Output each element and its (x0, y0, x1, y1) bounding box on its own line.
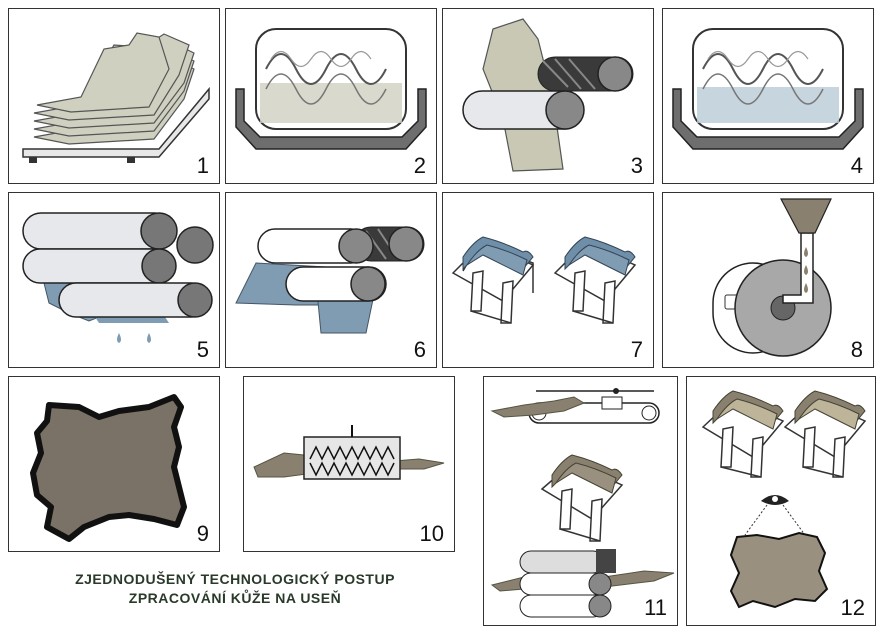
panel-number: 9 (196, 521, 209, 546)
panel-1-raw-hides-stack: 1 (8, 8, 220, 184)
panel-number: 4 (850, 153, 863, 178)
tanning-drum-illustration (672, 28, 864, 150)
panel-6-splitting-rollers: 6 (225, 192, 437, 368)
panel-9-finished-hide: 9 (8, 376, 220, 552)
panel-4-tanning-drum: 4 (662, 8, 874, 184)
panel-number: 8 (850, 337, 863, 362)
fleshing-rollers-illustration (462, 18, 634, 172)
panel-number: 12 (840, 595, 865, 620)
raw-hides-illustration (22, 32, 210, 163)
panel-number: 3 (630, 153, 643, 178)
diagram-caption: ZJEDNODUŠENÝ TECHNOLOGICKÝ POSTUP ZPRACO… (20, 570, 450, 608)
horse-stack-a (451, 236, 535, 324)
panel-number: 6 (413, 337, 426, 362)
panel-7-wet-blue-horses: 7 (442, 192, 654, 368)
panel-8-dyeing-drum: 8 (662, 192, 874, 368)
panel-number: 7 (630, 337, 643, 362)
panel-5-wringing-rollers: 5 (8, 192, 220, 368)
panel-12-finished-leather: 12 (686, 376, 876, 626)
staking-machine-illustration (253, 425, 445, 480)
panel-10-staking-machine: 10 (243, 376, 455, 552)
caption-line-2: ZPRACOVÁNÍ KŮŽE NA USEŇ (128, 590, 342, 606)
panel-number: 10 (419, 521, 444, 546)
splitting-rollers-illustration (235, 226, 425, 334)
panel-number: 1 (196, 153, 209, 178)
panel-number: 5 (196, 337, 209, 362)
wringing-rollers-illustration (22, 212, 214, 343)
drying-line-illustration (490, 388, 675, 618)
panel-11-drying-line: 11 (483, 376, 678, 626)
finished-hide-illustration (30, 394, 187, 542)
panel-2-soaking-drum: 2 (225, 8, 437, 184)
panel-number: 2 (413, 153, 426, 178)
soaking-drum-illustration (235, 28, 427, 150)
dyeing-drum-illustration (712, 198, 832, 357)
panel-3-fleshing-rollers: 3 (442, 8, 654, 184)
caption-line-1: ZJEDNODUŠENÝ TECHNOLOGICKÝ POSTUP (75, 571, 395, 587)
wet-blue-horses-illustration (451, 236, 637, 324)
panel-number: 11 (644, 595, 667, 620)
finished-leather-illustration (701, 390, 867, 609)
horse-stack-b (553, 236, 637, 324)
